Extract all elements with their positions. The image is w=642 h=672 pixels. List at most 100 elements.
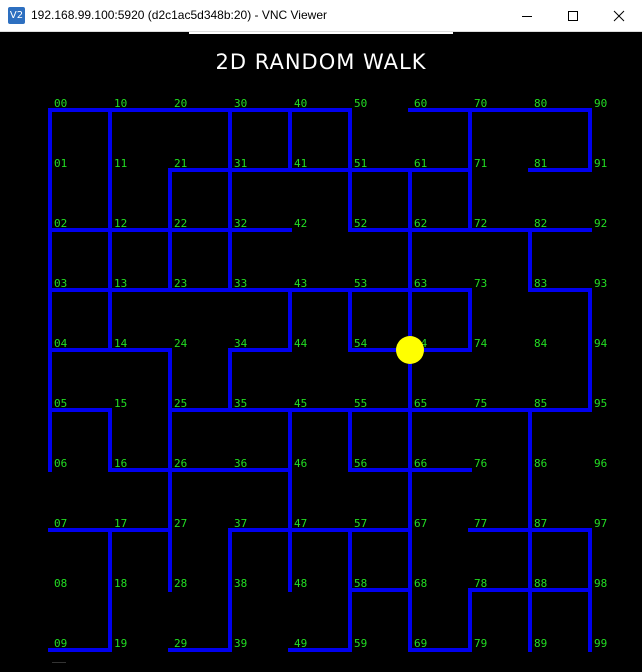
node-label-49: 49 xyxy=(294,637,307,650)
maximize-button[interactable] xyxy=(550,0,596,31)
node-label-83: 83 xyxy=(534,277,547,290)
node-label-88: 88 xyxy=(534,577,547,590)
node-label-79: 79 xyxy=(474,637,487,650)
node-label-54: 54 xyxy=(354,337,368,350)
node-label-74: 74 xyxy=(474,337,488,350)
node-label-63: 63 xyxy=(414,277,427,290)
node-label-46: 46 xyxy=(294,457,307,470)
node-label-00: 00 xyxy=(54,97,67,110)
node-label-10: 10 xyxy=(114,97,127,110)
node-label-20: 20 xyxy=(174,97,187,110)
node-label-90: 90 xyxy=(594,97,607,110)
node-label-41: 41 xyxy=(294,157,307,170)
node-label-53: 53 xyxy=(354,277,367,290)
game-title: 2D RANDOM WALK xyxy=(215,50,427,74)
node-label-19: 19 xyxy=(114,637,127,650)
node-label-33: 33 xyxy=(234,277,247,290)
minimize-icon xyxy=(522,15,532,17)
node-label-32: 32 xyxy=(234,217,247,230)
node-label-65: 65 xyxy=(414,397,427,410)
node-label-56: 56 xyxy=(354,457,367,470)
node-label-36: 36 xyxy=(234,457,247,470)
node-label-57: 57 xyxy=(354,517,367,530)
node-label-84: 84 xyxy=(534,337,548,350)
node-label-70: 70 xyxy=(474,97,487,110)
node-label-04: 04 xyxy=(54,337,68,350)
node-label-14: 14 xyxy=(114,337,128,350)
node-label-44: 44 xyxy=(294,337,308,350)
node-label-95: 95 xyxy=(594,397,607,410)
node-label-18: 18 xyxy=(114,577,127,590)
node-label-55: 55 xyxy=(354,397,367,410)
node-label-21: 21 xyxy=(174,157,187,170)
node-label-09: 09 xyxy=(54,637,67,650)
node-label-98: 98 xyxy=(594,577,607,590)
minimize-button[interactable] xyxy=(504,0,550,31)
node-label-80: 80 xyxy=(534,97,547,110)
close-button[interactable] xyxy=(596,0,642,31)
node-label-85: 85 xyxy=(534,397,547,410)
node-label-99: 99 xyxy=(594,637,607,650)
node-label-43: 43 xyxy=(294,277,307,290)
node-label-16: 16 xyxy=(114,457,127,470)
node-label-94: 94 xyxy=(594,337,608,350)
node-label-68: 68 xyxy=(414,577,427,590)
node-label-51: 51 xyxy=(354,157,367,170)
node-label-50: 50 xyxy=(354,97,367,110)
node-label-89: 89 xyxy=(534,637,547,650)
node-label-13: 13 xyxy=(114,277,127,290)
node-label-60: 60 xyxy=(414,97,427,110)
node-label-06: 06 xyxy=(54,457,67,470)
node-label-77: 77 xyxy=(474,517,487,530)
node-label-73: 73 xyxy=(474,277,487,290)
close-icon xyxy=(613,10,625,21)
node-label-66: 66 xyxy=(414,457,427,470)
node-label-67: 67 xyxy=(414,517,427,530)
node-label-87: 87 xyxy=(534,517,547,530)
node-label-76: 76 xyxy=(474,457,487,470)
node-label-39: 39 xyxy=(234,637,247,650)
node-label-35: 35 xyxy=(234,397,247,410)
vnc-app-icon: V2 xyxy=(8,7,25,24)
node-label-71: 71 xyxy=(474,157,487,170)
node-label-01: 01 xyxy=(54,157,67,170)
node-label-96: 96 xyxy=(594,457,607,470)
node-label-15: 15 xyxy=(114,397,127,410)
node-label-69: 69 xyxy=(414,637,427,650)
node-label-91: 91 xyxy=(594,157,607,170)
node-label-07: 07 xyxy=(54,517,67,530)
node-label-12: 12 xyxy=(114,217,127,230)
node-label-08: 08 xyxy=(54,577,67,590)
node-label-72: 72 xyxy=(474,217,487,230)
node-label-40: 40 xyxy=(294,97,307,110)
node-label-75: 75 xyxy=(474,397,487,410)
node-label-29: 29 xyxy=(174,637,187,650)
node-label-47: 47 xyxy=(294,517,307,530)
node-label-58: 58 xyxy=(354,577,367,590)
node-label-82: 82 xyxy=(534,217,547,230)
node-label-93: 93 xyxy=(594,277,607,290)
node-label-42: 42 xyxy=(294,217,307,230)
node-label-92: 92 xyxy=(594,217,607,230)
node-label-38: 38 xyxy=(234,577,247,590)
node-label-02: 02 xyxy=(54,217,67,230)
node-label-27: 27 xyxy=(174,517,187,530)
window-titlebar: V2 192.168.99.100:5920 (d2c1ac5d348b:20)… xyxy=(0,0,642,32)
node-label-48: 48 xyxy=(294,577,307,590)
node-label-22: 22 xyxy=(174,217,187,230)
remote-window-edge xyxy=(189,32,453,34)
node-label-03: 03 xyxy=(54,277,67,290)
node-label-61: 61 xyxy=(414,157,427,170)
node-label-86: 86 xyxy=(534,457,547,470)
node-label-24: 24 xyxy=(174,337,188,350)
node-label-17: 17 xyxy=(114,517,127,530)
walker-dot xyxy=(396,336,424,364)
node-label-97: 97 xyxy=(594,517,607,530)
maximize-icon xyxy=(568,10,578,21)
node-label-52: 52 xyxy=(354,217,367,230)
node-label-11: 11 xyxy=(114,157,127,170)
node-label-31: 31 xyxy=(234,157,247,170)
node-label-81: 81 xyxy=(534,157,547,170)
node-label-37: 37 xyxy=(234,517,247,530)
